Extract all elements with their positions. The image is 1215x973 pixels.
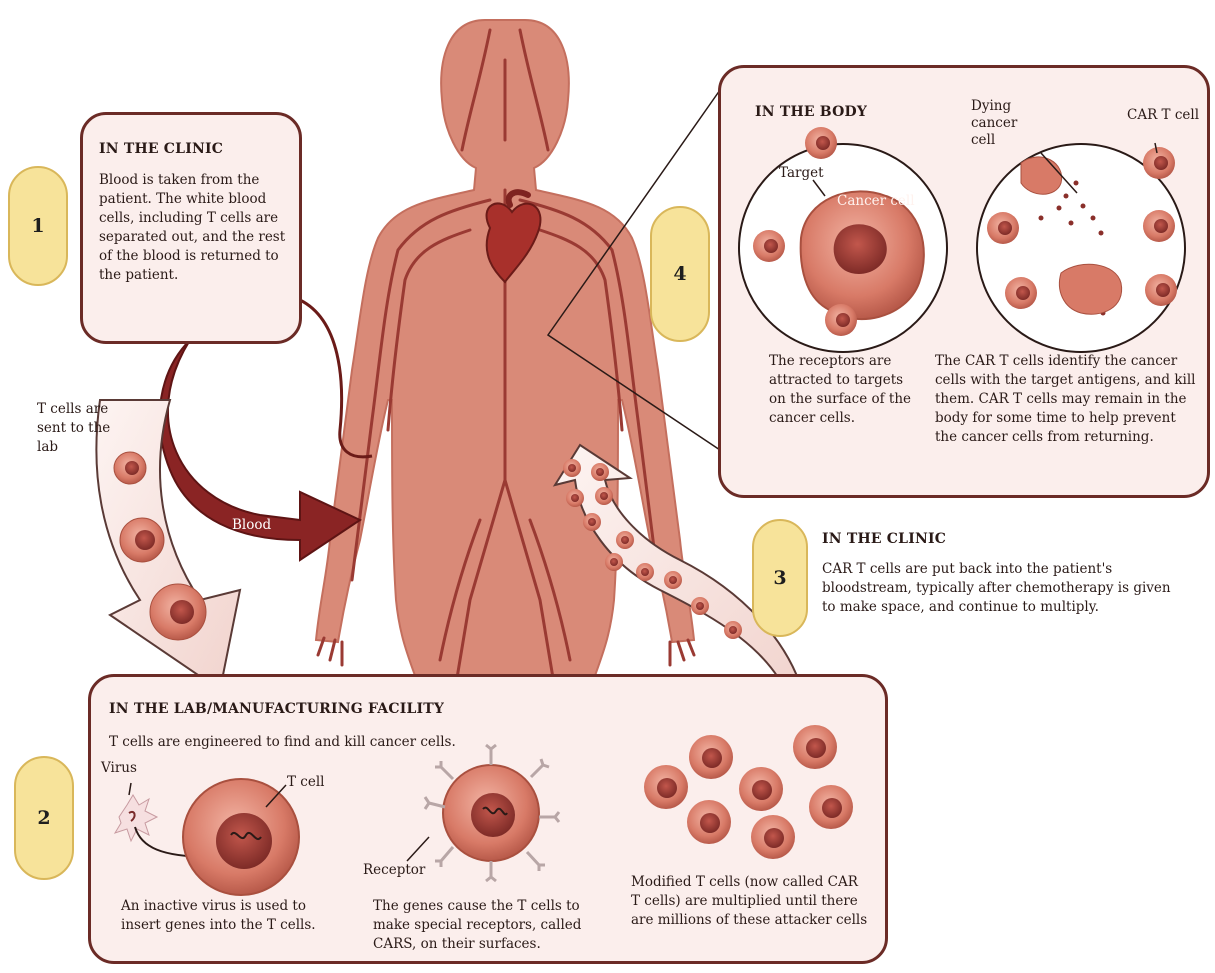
panel-step-2: IN THE LAB/MANUFACTURING FACILITY T cell… bbox=[88, 674, 888, 964]
step-4-badge: 4 bbox=[650, 206, 710, 342]
step-3-badge: 3 bbox=[752, 519, 808, 637]
step-4-caption-left: The receptors are attracted to targets o… bbox=[769, 352, 919, 428]
step-2-badge: 2 bbox=[14, 756, 74, 880]
caption-multiply: Modified T cells (now called CAR T cells… bbox=[631, 873, 871, 930]
step-4-caption-right: The CAR T cells identify the cancer cell… bbox=[935, 352, 1200, 447]
label-virus: Virus bbox=[101, 759, 137, 778]
label-tcell: T cell bbox=[287, 773, 324, 792]
label-dying-cancer-cell: Dying cancer cell bbox=[971, 98, 1031, 149]
step-1-badge: 1 bbox=[8, 166, 68, 286]
step-3-text: CAR T cells are put back into the patien… bbox=[822, 560, 1182, 617]
label-cart-cell: CAR T cell bbox=[1127, 106, 1199, 125]
caption-virus: An inactive virus is used to insert gene… bbox=[121, 897, 341, 935]
panel-step-4: IN THE BODY Target Cancer cell Dying can… bbox=[718, 65, 1210, 498]
label-cancer-cell: Cancer cell bbox=[837, 192, 915, 211]
label-target: Target bbox=[779, 164, 824, 183]
step-3-heading: IN THE CLINIC bbox=[822, 531, 946, 547]
step-1-text: Blood is taken from the patient. The whi… bbox=[99, 171, 289, 285]
cart-cluster bbox=[644, 725, 853, 859]
panel-step-1: IN THE CLINIC Blood is taken from the pa… bbox=[80, 112, 302, 344]
label-blood: Blood bbox=[232, 516, 271, 535]
label-tcells-to-lab: T cells are sent to the lab bbox=[37, 400, 127, 457]
caption-receptors: The genes cause the T cells to make spec… bbox=[373, 897, 603, 954]
step-1-heading: IN THE CLINIC bbox=[99, 141, 223, 157]
label-receptor: Receptor bbox=[363, 861, 425, 880]
